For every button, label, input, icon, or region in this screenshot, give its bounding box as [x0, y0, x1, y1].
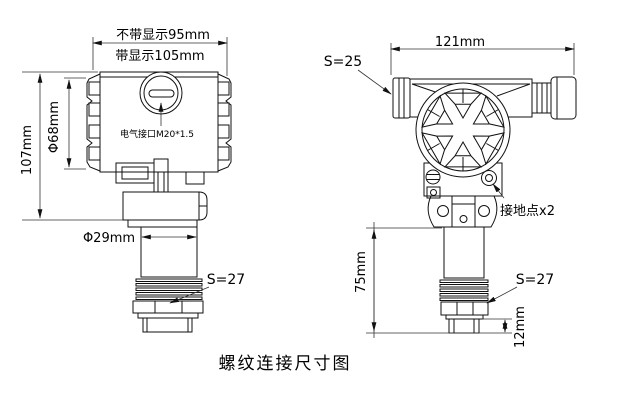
- dim-total-height: 107mm: [20, 71, 130, 221]
- dim-width-top: 不带显示95mm 带显示105mm: [92, 28, 228, 76]
- dim-stub-height-label: 12mm: [513, 306, 528, 348]
- cable-gland: [531, 76, 577, 120]
- dim-neck-diameter-label: Φ29mm: [83, 231, 135, 246]
- knurl-pattern: [421, 89, 505, 171]
- housing-body: [86, 71, 232, 173]
- dim-side-width: 121mm: [390, 35, 575, 75]
- side-view: 121mm S=25: [324, 35, 577, 348]
- dim-neck-height-label: 75mm: [354, 251, 369, 293]
- left-rib-strip: [86, 73, 101, 172]
- dim-width-no-display-label: 不带显示95mm: [116, 28, 210, 43]
- dim-body-diameter-label: Φ68mm: [47, 101, 62, 153]
- front-wrench-callout: S=27: [169, 272, 245, 304]
- neck: [140, 226, 198, 278]
- grounding-points: [425, 169, 497, 199]
- hex-end-cap: [392, 77, 411, 119]
- electrical-port-callout: 电气接口M20*1.5: [120, 102, 194, 140]
- right-rib-strip: [217, 73, 232, 172]
- dim-stub-height: 12mm: [482, 306, 528, 348]
- process-flange: [122, 191, 208, 228]
- grounding-label: 接地点x2: [500, 203, 555, 219]
- terminal-block: [115, 158, 205, 193]
- ground-screw-right: [481, 170, 497, 186]
- mounting-boss: [427, 195, 498, 228]
- side-thread-ridges: [439, 279, 489, 301]
- side-wrench-label: S=27: [516, 272, 554, 288]
- side-threaded-stub: [448, 318, 480, 334]
- dim-side-width-label: 121mm: [435, 35, 485, 50]
- side-wrench-callout: S=27: [486, 272, 554, 304]
- hex-nut: [132, 300, 204, 319]
- side-hex-nut: [440, 301, 489, 320]
- dim-body-diameter: Φ68mm: [47, 77, 86, 170]
- grounding-callout: 接地点x2: [492, 183, 555, 219]
- endcap-wrench-label: S=25: [324, 54, 362, 70]
- dim-neck-diameter: Φ29mm: [83, 231, 197, 246]
- drawing-title: 螺纹连接尺寸图: [219, 354, 352, 374]
- ground-screw-left: [425, 169, 441, 185]
- dim-neck-height: 75mm: [354, 222, 512, 338]
- conduit-slot: [148, 89, 175, 98]
- endcap-wrench-callout: S=25: [324, 54, 392, 95]
- thread-ridges: [135, 278, 203, 300]
- threaded-stub: [142, 317, 193, 333]
- electrical-port-label: 电气接口M20*1.5: [120, 128, 194, 140]
- front-view: 不带显示95mm 带显示105mm 107mm Φ68mm: [20, 28, 245, 333]
- dim-width-with-display-label: 带显示105mm: [115, 49, 204, 64]
- knurled-cover: [415, 82, 511, 178]
- side-neck: [443, 226, 485, 279]
- front-wrench-label: S=27: [207, 272, 245, 288]
- dim-total-height-label: 107mm: [20, 125, 35, 175]
